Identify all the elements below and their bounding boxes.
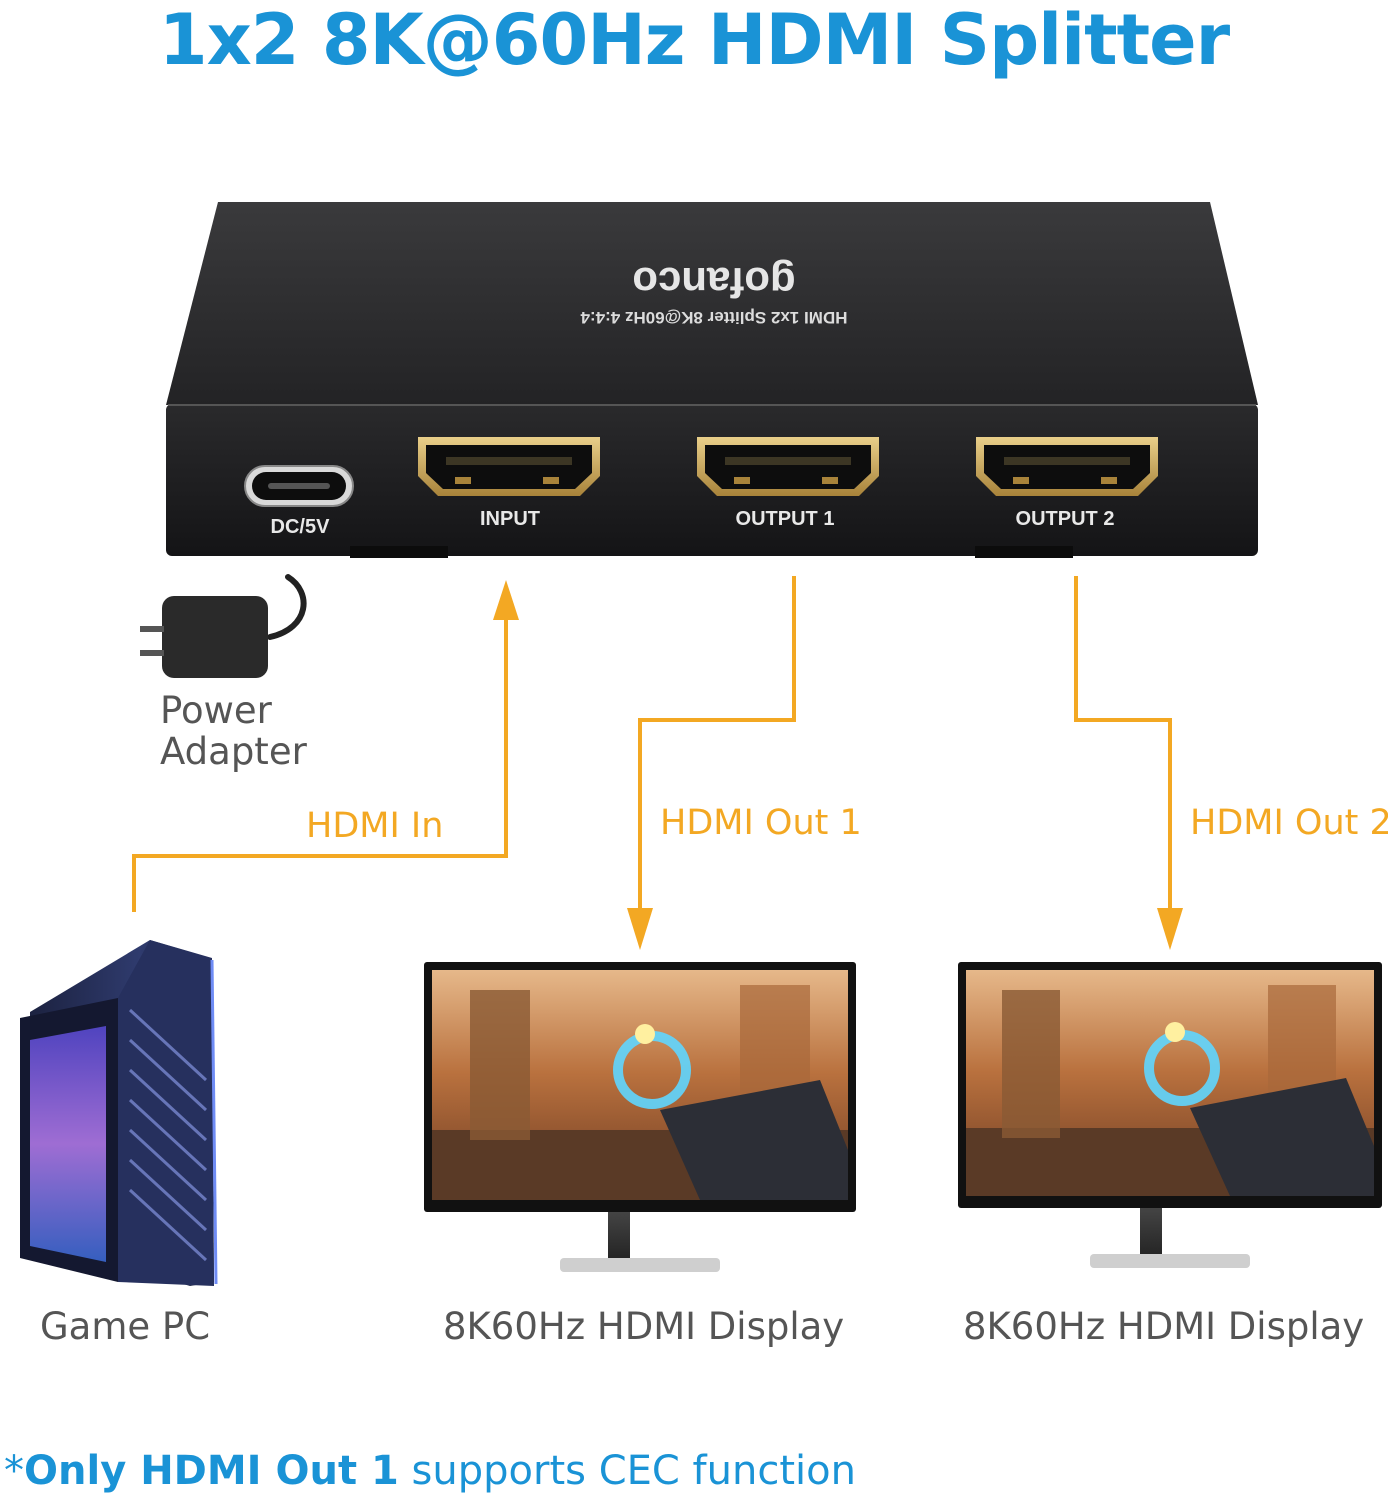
cec-footnote: *Only HDMI Out 1 supports CEC function (4, 1446, 856, 1496)
power-label-line2: Adapter (160, 730, 307, 773)
hdmi-in-label: HDMI In (306, 806, 444, 846)
game-pc-icon (20, 940, 218, 1286)
brand-logo: gofanco (632, 259, 795, 306)
game-pc-label: Game PC (40, 1305, 211, 1348)
footnote-asterisk: * (4, 1448, 24, 1494)
device-foot (975, 546, 1073, 558)
hdmi-input-port (418, 437, 600, 496)
hdmi-out1-connector (638, 576, 796, 912)
hdmi-out2-connector (1074, 576, 1172, 912)
hdmi-output2-port (976, 437, 1158, 496)
hdmi-out2-label: HDMI Out 2 (1190, 803, 1388, 843)
power-adapter-icon (140, 574, 307, 678)
power-adapter-label: Power Adapter (160, 690, 307, 772)
dc-port (244, 465, 354, 507)
display-1-label: 8K60Hz HDMI Display (443, 1305, 845, 1348)
arrow-down-icon (1157, 908, 1183, 950)
device-top (166, 202, 1258, 405)
input-port-label: INPUT (480, 508, 540, 530)
page-title: 1x2 8K@60Hz HDMI Splitter (158, 0, 1230, 81)
device-foot (350, 546, 448, 558)
hdmi-out1-label: HDMI Out 1 (660, 803, 862, 843)
footnote-emphasis: Only HDMI Out 1 (24, 1448, 399, 1494)
hdmi-output1-port (697, 437, 879, 496)
arrow-up-icon (493, 580, 519, 620)
display-2-icon (958, 962, 1382, 1268)
device-model-text: HDMI 1x2 Splitter 8K@60Hz 4:4:4 (580, 308, 847, 327)
output2-port-label: OUTPUT 2 (1015, 508, 1115, 530)
hdmi-in-connector (132, 616, 508, 912)
display-2-label: 8K60Hz HDMI Display (963, 1305, 1365, 1348)
arrow-down-icon (627, 908, 653, 950)
output1-port-label: OUTPUT 1 (735, 508, 835, 530)
dc-port-label: DC/5V (270, 516, 330, 538)
power-label-line1: Power (160, 689, 272, 732)
splitter-device: gofanco HDMI 1x2 Splitter 8K@60Hz 4:4:4 (166, 202, 1258, 558)
footnote-text: supports CEC function (398, 1448, 856, 1494)
display-1-icon (424, 962, 856, 1272)
